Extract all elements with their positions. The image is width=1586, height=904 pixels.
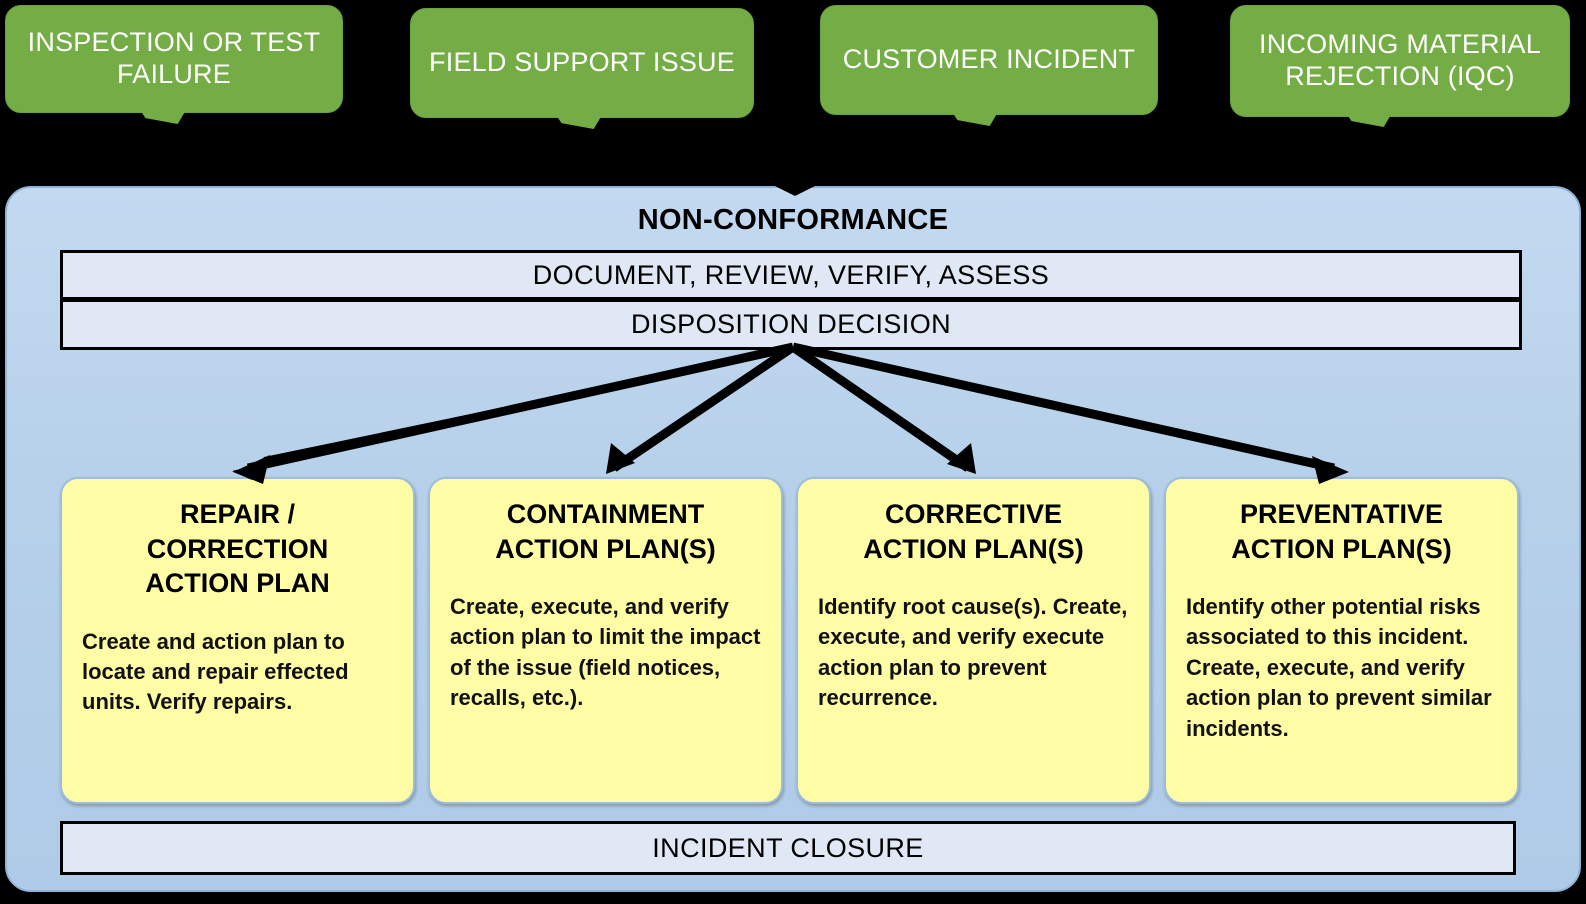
action-box-title: PREVENTATIVE ACTION PLAN(S) [1231, 499, 1452, 564]
trigger-label: CUSTOMER INCIDENT [842, 44, 1136, 75]
action-box-preventative[interactable]: PREVENTATIVE ACTION PLAN(S) Identify oth… [1164, 477, 1519, 804]
action-box-description: Create, execute, and verify action plan … [450, 594, 761, 711]
trigger-label: FIELD SUPPORT ISSUE [429, 47, 735, 78]
action-box-corrective[interactable]: CORRECTIVE ACTION PLAN(S) Identify root … [796, 477, 1151, 804]
trigger-tail-icon [952, 112, 998, 126]
stage-bar-label: DISPOSITION DECISION [630, 309, 952, 339]
action-box-containment[interactable]: CONTAINMENT ACTION PLAN(S) Create, execu… [428, 477, 783, 804]
trigger-box-incoming-material-rejection[interactable]: INCOMING MATERIAL REJECTION (IQC) [1230, 5, 1570, 117]
non-conformance-panel: NON-CONFORMANCE DOCUMENT, REVIEW, VERIFY… [5, 186, 1581, 892]
action-box-description: Identify other potential risks associate… [1186, 594, 1492, 741]
action-box-title: CONTAINMENT ACTION PLAN(S) [495, 499, 716, 564]
stage-bar-label: INCIDENT CLOSURE [652, 832, 924, 863]
trigger-tail-icon [556, 115, 602, 129]
action-box-description: Identify root cause(s). Create, execute,… [818, 594, 1128, 711]
stage-bar-document-review-verify-assess[interactable]: DOCUMENT, REVIEW, VERIFY, ASSESS [60, 250, 1522, 300]
stage-bar-incident-closure[interactable]: INCIDENT CLOSURE [60, 821, 1516, 875]
action-box-title: REPAIR / CORRECTION ACTION PLAN [145, 499, 330, 599]
trigger-box-inspection-or-test-failure[interactable]: INSPECTION OR TEST FAILURE [5, 5, 343, 113]
page-title: NON-CONFORMANCE [637, 204, 949, 236]
trigger-box-customer-incident[interactable]: CUSTOMER INCIDENT [820, 5, 1158, 115]
stage-bar-label: DOCUMENT, REVIEW, VERIFY, ASSESS [532, 259, 1050, 290]
action-box-description: Create and action plan to locate and rep… [82, 628, 349, 715]
trigger-label: INCOMING MATERIAL REJECTION (IQC) [1259, 29, 1541, 91]
action-box-repair-correction[interactable]: REPAIR / CORRECTION ACTION PLAN Create a… [60, 477, 415, 804]
trigger-tail-icon [1346, 113, 1392, 127]
trigger-label: INSPECTION OR TEST FAILURE [27, 27, 321, 89]
trigger-tail-icon [140, 110, 186, 124]
stage-bar-disposition-decision[interactable]: DISPOSITION DECISION [60, 300, 1522, 350]
action-box-title: CORRECTIVE ACTION PLAN(S) [863, 499, 1084, 564]
trigger-box-field-support-issue[interactable]: FIELD SUPPORT ISSUE [410, 8, 754, 118]
